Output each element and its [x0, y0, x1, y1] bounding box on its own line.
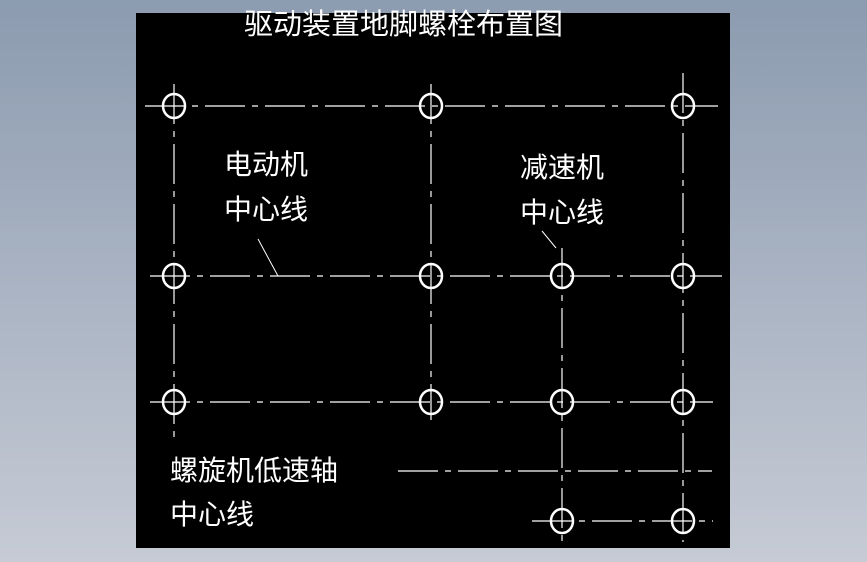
bolt-hole [549, 262, 575, 290]
label-reducer-line1: 减速机 [520, 151, 605, 184]
bolt-hole [161, 388, 187, 416]
leader-motor [257, 238, 279, 277]
label-screw-line1: 螺旋机低速轴 [170, 454, 339, 487]
bolt-hole [418, 388, 444, 416]
bolt-hole [670, 388, 696, 416]
bolt-hole [418, 92, 444, 120]
drawing-canvas[interactable] [136, 13, 730, 548]
bolt-hole [161, 262, 187, 290]
bolt-hole [670, 262, 696, 290]
drawing-title: 驱动装置地脚螺栓布置图 [244, 7, 564, 41]
leader-reducer [541, 230, 557, 249]
label-reducer-line2: 中心线 [520, 196, 605, 229]
bolt-hole [670, 92, 696, 120]
bolt-hole [670, 507, 696, 535]
label-screw-line2: 中心线 [170, 498, 255, 531]
bolt-hole [549, 388, 575, 416]
label-motor-line2: 中心线 [224, 193, 309, 226]
bolt-hole [418, 262, 444, 290]
bolt-hole [161, 92, 187, 120]
bolt-hole [549, 507, 575, 535]
label-motor-line1: 电动机 [224, 148, 309, 181]
